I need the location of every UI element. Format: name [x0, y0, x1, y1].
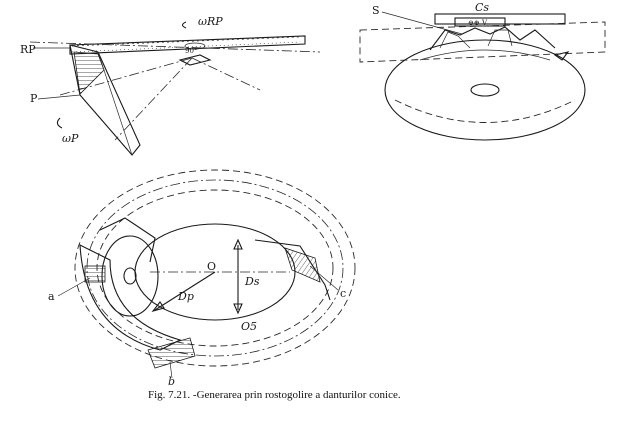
dashed-rack [359, 21, 606, 63]
label-omega-p: ωP [62, 132, 79, 145]
right-gear-edge [254, 239, 331, 301]
label-rp: RP [20, 43, 36, 56]
left-gear-hub [123, 267, 137, 285]
dp-line [154, 271, 216, 311]
label-o5: O5 [241, 320, 257, 333]
figure-caption: Fig. 7.21. -Generarea prin rostogolire a… [148, 389, 401, 401]
slider-bar [434, 13, 566, 25]
rotation-arrow-p [56, 117, 63, 129]
label-b: b [168, 375, 175, 388]
left-gear-outline [99, 217, 156, 263]
label-p: P [30, 92, 38, 105]
label-s: S [372, 4, 380, 17]
label-angle: 90° [185, 47, 197, 55]
left-gear-disc [101, 235, 159, 317]
rotation-arrow-rp [181, 21, 187, 29]
axis-line-2 [114, 57, 193, 141]
pinion-outer [384, 39, 586, 141]
top-left-diagram: ωRP RP P ωP 90° [20, 15, 321, 156]
rack-teeth [429, 26, 556, 51]
label-omega-rp: ωRP [198, 15, 223, 28]
top-right-diagram: Cs ⊖⊕ V S [359, 1, 606, 141]
label-a: a [48, 290, 55, 303]
plane-wheel-band [69, 35, 306, 55]
slider-block [454, 17, 506, 27]
arrow-head [553, 51, 570, 61]
axis-line-1 [29, 41, 321, 53]
pinion-hub [470, 83, 500, 97]
outer-dashed-ellipse [74, 169, 356, 367]
label-cs: Cs [475, 1, 489, 14]
hatched-tooth-a [84, 265, 106, 283]
axis-line-3 [191, 57, 261, 91]
pitch-ellipse [86, 179, 344, 357]
label-dp: Dp [177, 290, 194, 303]
label-slider: ⊖⊕ V [468, 19, 488, 27]
label-c: c [340, 287, 346, 300]
angle-marker [184, 42, 206, 50]
hatched-tooth-c [284, 247, 321, 283]
hatched-tooth-b [147, 337, 196, 369]
pinion-dashed-arc [394, 99, 576, 123]
label-o: O [207, 260, 216, 273]
label-ds: Ds [244, 275, 260, 288]
tool-tip [178, 54, 212, 66]
bottom-diagram: O O5 Dp Ds a b c [48, 169, 356, 388]
